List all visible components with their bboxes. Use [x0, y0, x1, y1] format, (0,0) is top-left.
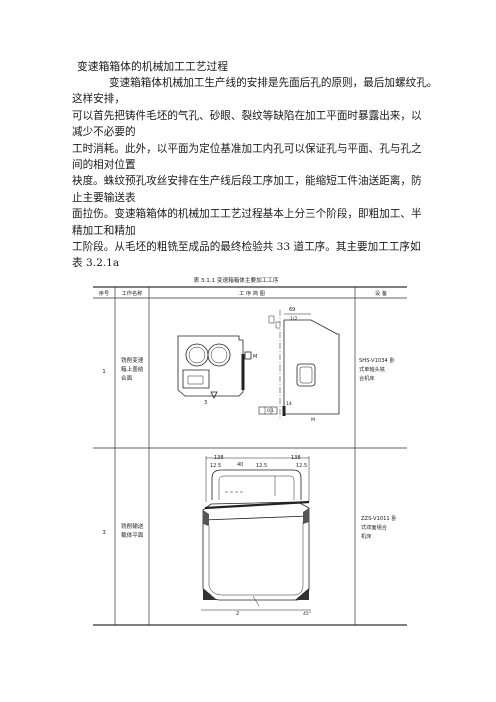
row1-name-line: 合面 — [121, 374, 133, 382]
process-table-figure: 表 3.1.1 变速箱箱体主要加工工序 序号 工作名称 工 序 简 图 设 备 … — [93, 270, 407, 626]
header-equipment: 设 备 — [375, 289, 388, 297]
body-paragraph: 变速箱箱体机械加工生产线的安排是先面后孔的原则，最后加螺纹孔。 这样安排， 可以… — [72, 75, 437, 272]
row2-width-left: 138 — [214, 455, 224, 461]
row1-datum-label-2: M — [311, 417, 315, 423]
row1-height-label: 14 — [286, 401, 292, 407]
row2-name-line: 载体平面 — [121, 531, 144, 539]
row1-front-view-drawing — [177, 335, 252, 399]
row1-side-view-drawing — [258, 310, 340, 420]
paragraph-line: 变速箱箱体机械加工生产线的安排是先面后孔的原则，最后加螺纹孔。 — [109, 77, 438, 89]
row2-section-drawing — [201, 456, 311, 611]
paragraph-line: 这样安排， — [72, 93, 125, 106]
row1-dimension-label: 69 — [289, 307, 295, 313]
table-grid — [93, 286, 407, 626]
row1-tolerance-label: 0.1 — [267, 408, 274, 414]
row2-name-line: 铣削输送 — [121, 522, 144, 530]
table-caption: 表 3.1.1 变速箱箱体主要加工工序 — [194, 276, 279, 284]
row2-spacing-1: 12.5 — [210, 463, 221, 469]
row2-spacing-3: 12.5 — [256, 463, 267, 469]
paragraph-line: 止主要输送表 — [72, 191, 136, 204]
row2-angle-label: 45° — [303, 611, 311, 617]
paragraph-line: 可以首先把铸件毛坯的气孔、砂眼、裂纹等缺陷在加工平面时暴露出来，以 — [72, 109, 422, 122]
paragraph-line: 精加工和精加 — [72, 224, 136, 237]
row2-equipment-line: 机床 — [361, 532, 372, 540]
row2-bottom-label: 2 — [236, 611, 239, 617]
paragraph-line: 表 3.2.1a — [72, 257, 120, 270]
row1-name-line: 箱上盖结 — [121, 365, 144, 373]
paragraph-line: 面拉伤。变速箱箱体的机械加工工艺过程基本上分三个阶段，即粗加工、半 — [72, 208, 422, 221]
row1-ratio-label: 1/2 — [290, 316, 297, 322]
process-table-svg: 表 3.1.1 变速箱箱体主要加工工序 序号 工作名称 工 序 简 图 设 备 … — [93, 276, 407, 626]
document-title: 变速箱箱体的机械加工工艺过程 — [77, 60, 229, 73]
header-name: 工作名称 — [122, 289, 143, 297]
paragraph-line: 工时消耗。此外，以平面为定位基准加工内孔可以保证孔与平面、孔与孔之 — [72, 142, 422, 155]
row2-no: 3 — [102, 530, 106, 536]
row2-width-right: 138 — [291, 455, 301, 461]
row1-equipment-line: 式单轴头铣 — [359, 365, 386, 373]
row2-equipment-line: ZZS-V1011 卧 — [361, 514, 397, 522]
row1-name-line: 铣削变速 — [121, 356, 144, 364]
row1-no: 1 — [102, 369, 106, 375]
row1-callout-label: 3 — [204, 400, 207, 406]
paragraph-line: 工阶段。从毛坯的粗铣至成品的最终检验共 33 道工序。其主要加工工序如 — [72, 241, 421, 254]
row1-datum-label: M — [253, 354, 257, 360]
row1-equipment-line: 合机床 — [359, 374, 375, 382]
row2-spacing-4: 12.5 — [296, 463, 307, 469]
paragraph-line: 间的相对位置 — [72, 159, 136, 172]
row1-equipment-line: SHS-V1034 卧 — [359, 356, 395, 364]
row2-spacing-2: 40 — [237, 462, 243, 468]
paragraph-line: 袂度。蛛纹预孔攻丝安排在生产线后段工序加工，能缩短工件油送距离，防 — [72, 175, 422, 188]
header-no: 序号 — [99, 289, 109, 297]
row2-equipment-line: 式双面组合 — [361, 523, 388, 531]
paragraph-line: 减少不必要的 — [72, 126, 136, 139]
header-diagram: 工 序 简 图 — [239, 289, 265, 297]
